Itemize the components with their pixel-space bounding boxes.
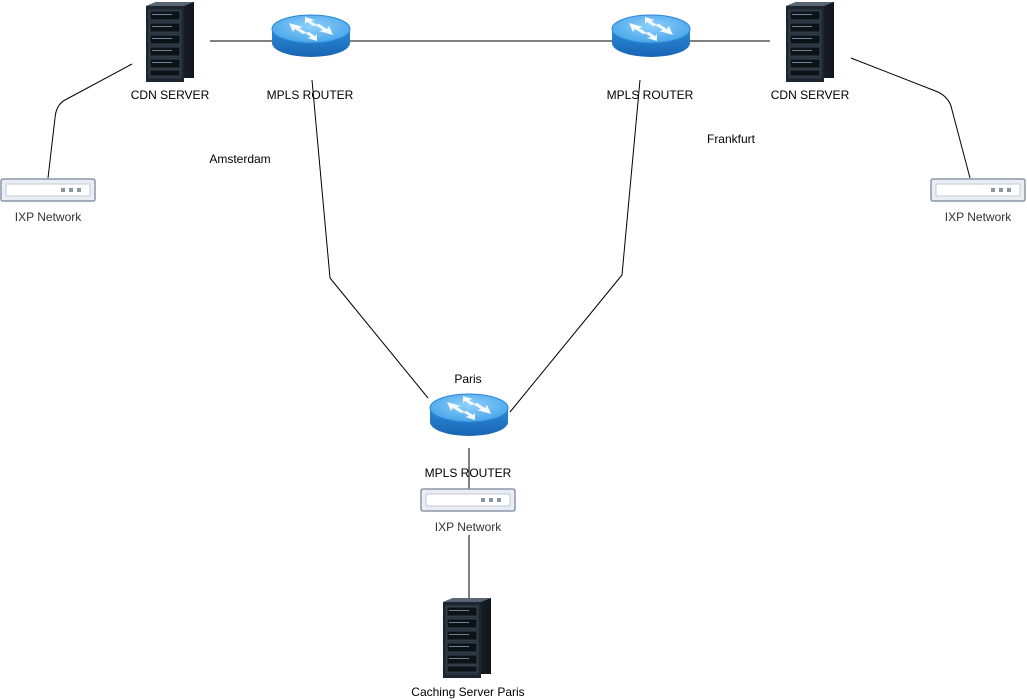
link-router-right-router-bottom [509, 79, 641, 413]
ixp-network-right-label: IXP Network [945, 210, 1012, 224]
network-switch-icon [930, 178, 1026, 202]
mpls-router-right[interactable] [611, 14, 691, 58]
ixp-network-left-label: IXP Network [15, 210, 82, 224]
mpls-router-bottom-label: MPLS ROUTER [425, 466, 512, 480]
mpls-router-left[interactable] [271, 14, 351, 58]
city-label-paris: Paris [454, 372, 481, 386]
router-icon [429, 393, 509, 437]
connections [47, 40, 971, 598]
mpls-router-left-label: MPLS ROUTER [267, 88, 354, 102]
ixp-network-left[interactable] [0, 178, 96, 202]
network-switch-icon [420, 488, 516, 512]
link-cdn-left-ixp-left [47, 63, 133, 179]
cdn-server-left-label: CDN SERVER [131, 88, 210, 102]
link-router-left-router-bottom [311, 79, 429, 399]
city-label-amsterdam: Amsterdam [209, 152, 270, 166]
link-cdn-right-ixp-right [850, 57, 971, 179]
ixp-network-center[interactable] [420, 488, 516, 512]
ixp-network-right[interactable] [930, 178, 1026, 202]
cdn-server-left[interactable] [145, 1, 195, 83]
mpls-router-right-label: MPLS ROUTER [607, 88, 694, 102]
caching-server-paris-label: Caching Server Paris [411, 685, 524, 699]
network-switch-icon [0, 178, 96, 202]
router-icon [611, 14, 691, 58]
caching-server-paris[interactable] [442, 597, 492, 679]
router-icon [271, 14, 351, 58]
server-rack-icon [785, 1, 835, 83]
cdn-server-right-label: CDN SERVER [771, 88, 850, 102]
mpls-router-bottom[interactable] [429, 393, 509, 437]
city-label-frankfurt: Frankfurt [707, 132, 756, 146]
cdn-server-right[interactable] [785, 1, 835, 83]
ixp-network-center-label: IXP Network [435, 520, 502, 534]
server-rack-icon [442, 597, 492, 679]
server-rack-icon [145, 1, 195, 83]
